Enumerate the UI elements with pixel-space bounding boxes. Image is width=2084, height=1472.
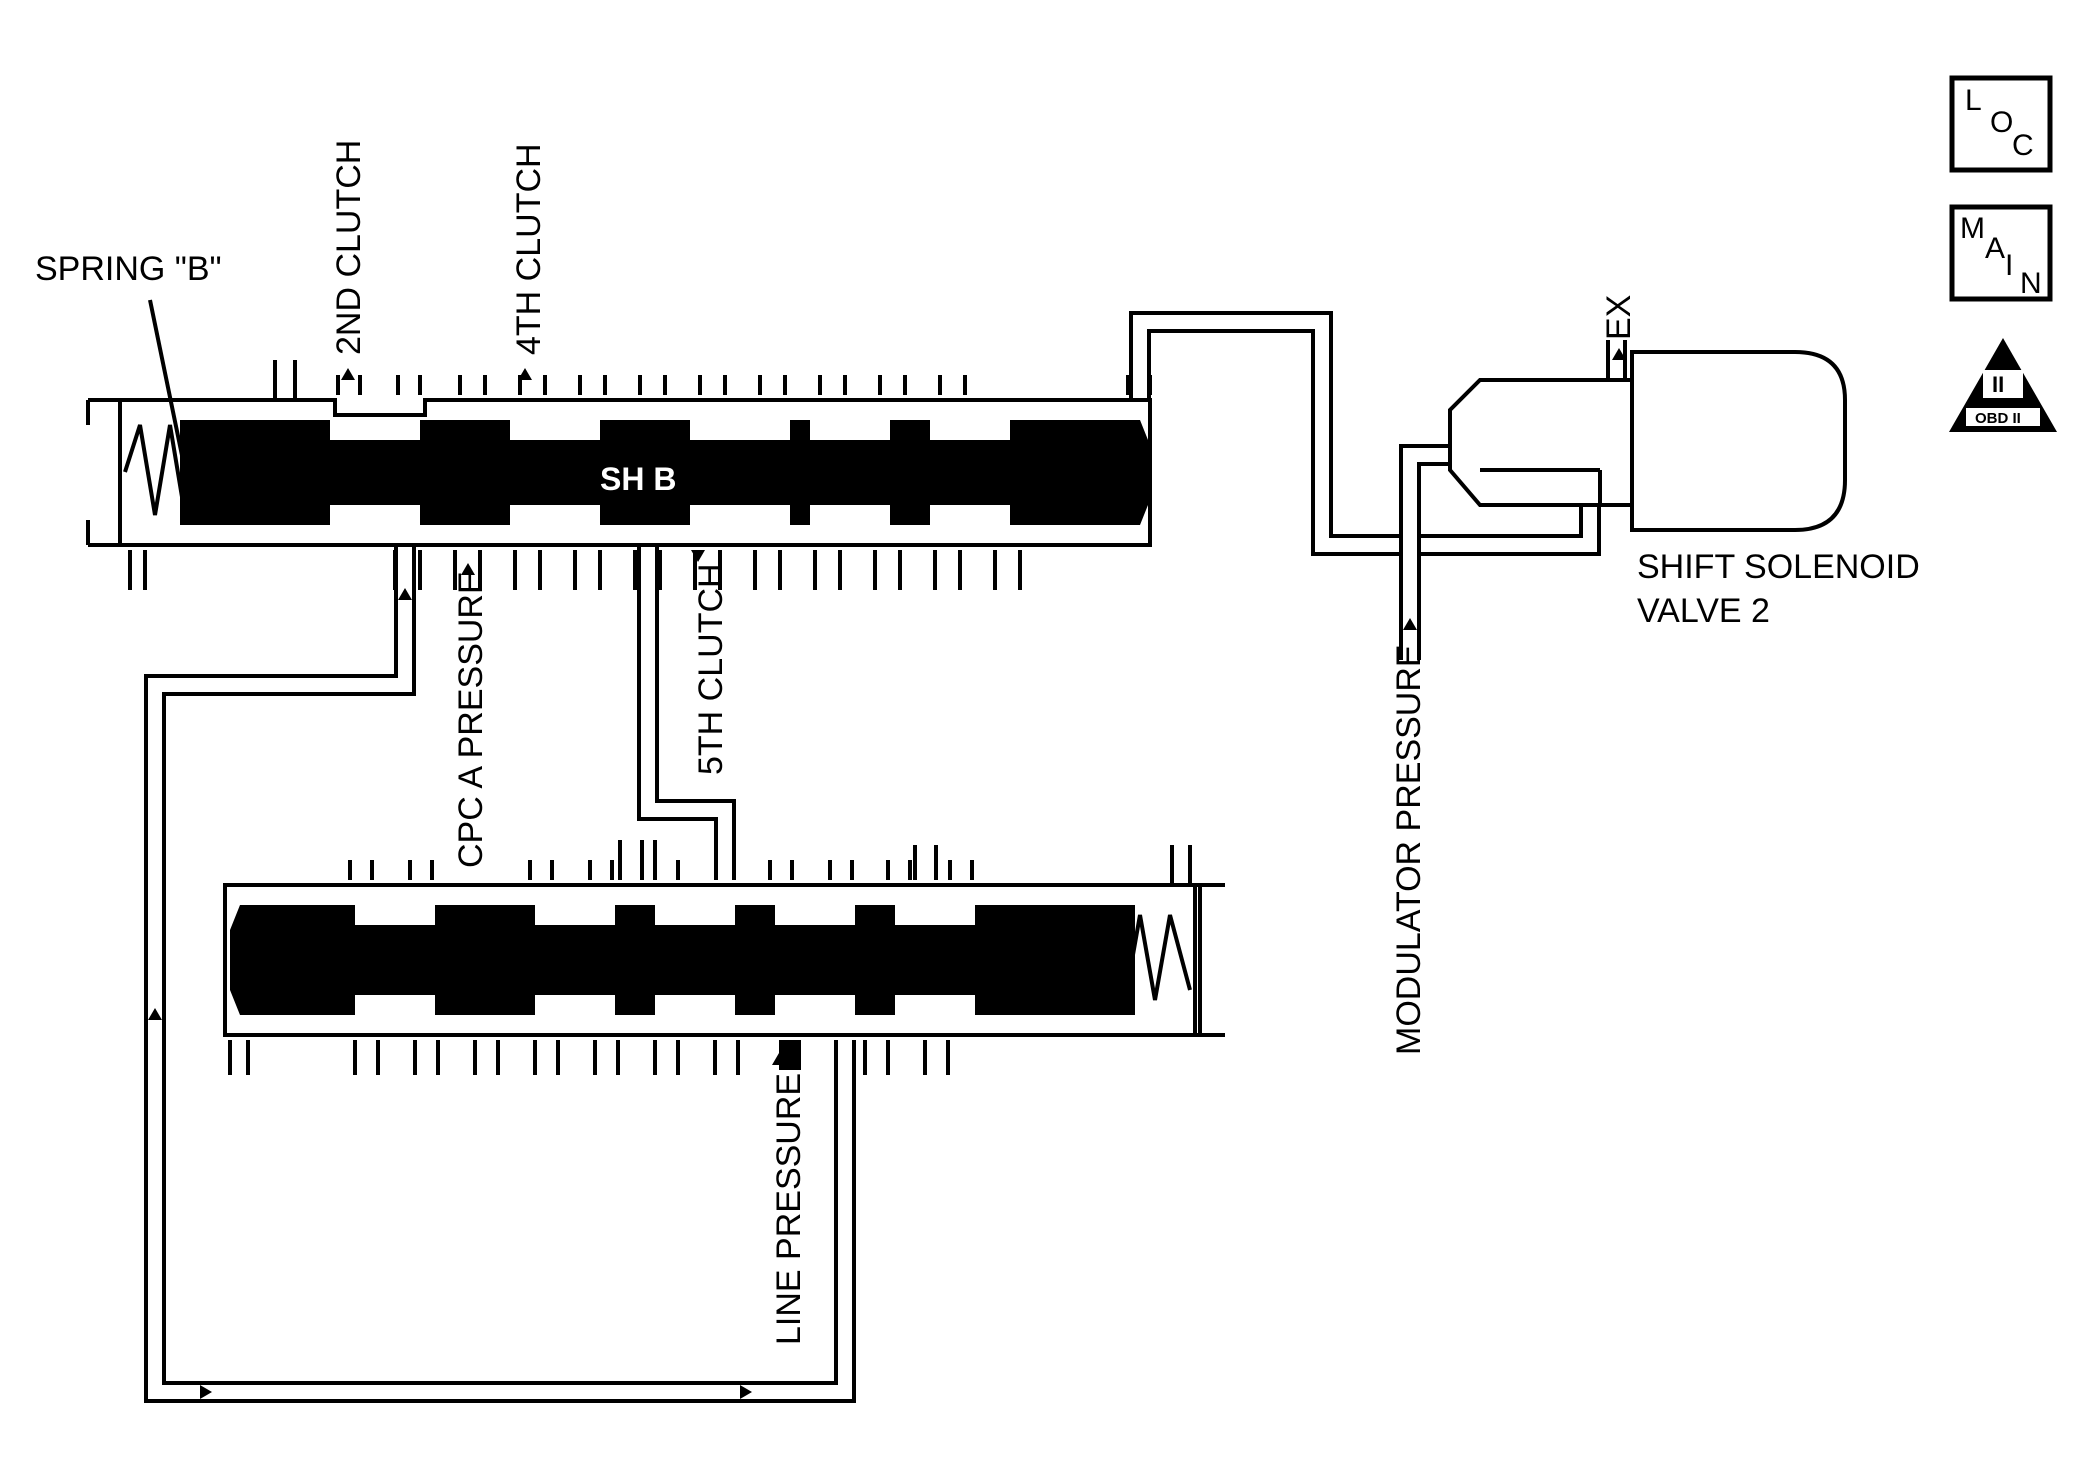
solenoid-label-line2: VALVE 2	[1637, 592, 1770, 630]
line-pressure-label: LINE PRESSURE	[770, 1073, 808, 1345]
lower-valve-spool	[230, 905, 1135, 1015]
svg-text:C: C	[2012, 129, 2034, 162]
upper-valve-top-ports	[336, 375, 1152, 395]
solenoid-label-line1: SHIFT SOLENOID	[1637, 548, 1920, 586]
solenoid-nozzle	[1448, 378, 1634, 507]
svg-text:I: I	[2005, 249, 2013, 282]
svg-text:A: A	[1985, 232, 2005, 265]
main-badge-icon[interactable]: M A I N	[1949, 204, 2053, 302]
second-clutch-label: 2ND CLUTCH	[330, 140, 368, 355]
ex-label: EX	[1600, 295, 1638, 340]
diagram-labels: SPRING "B" 2ND CLUTCH 4TH CLUTCH CPC A P…	[35, 140, 1920, 1345]
solenoid-body	[1630, 350, 1847, 532]
spring-b-leader	[148, 299, 187, 471]
lower-valve-top-ports	[348, 840, 974, 880]
svg-text:N: N	[2020, 267, 2042, 300]
svg-text:O: O	[1990, 106, 2013, 139]
lower-valve-bottom-ports	[228, 1040, 950, 1075]
upper-valve: SH B	[86, 360, 1152, 590]
svg-text:M: M	[1960, 212, 1985, 245]
fifth-clutch-label: 5TH CLUTCH	[692, 563, 730, 775]
svg-text:II: II	[1992, 372, 2004, 397]
flow-arrows	[148, 348, 1626, 1399]
spring-b	[123, 424, 247, 516]
lower-valve	[223, 840, 1225, 1075]
fourth-clutch-label: 4TH CLUTCH	[510, 143, 548, 355]
cpc-a-pressure-label: CPC A PRESSURE	[452, 571, 490, 868]
modulator-pressure-label: MODULATOR PRESSURE	[1390, 644, 1428, 1055]
upper-valve-bottom-ports	[128, 550, 1022, 590]
shift-solenoid-valve-2	[1448, 340, 1847, 532]
loc-badge-icon[interactable]: L O C	[1949, 75, 2053, 173]
svg-text:OBD II: OBD II	[1975, 410, 2021, 427]
svg-text:L: L	[1965, 84, 1982, 117]
obd-ii-triangle-icon[interactable]: II OBD II	[1949, 338, 2057, 432]
spring-b-label: SPRING "B"	[35, 250, 222, 288]
upper-valve-spool	[180, 420, 1150, 525]
lower-spring	[1063, 907, 1192, 1001]
spool-name: SH B	[600, 461, 676, 497]
